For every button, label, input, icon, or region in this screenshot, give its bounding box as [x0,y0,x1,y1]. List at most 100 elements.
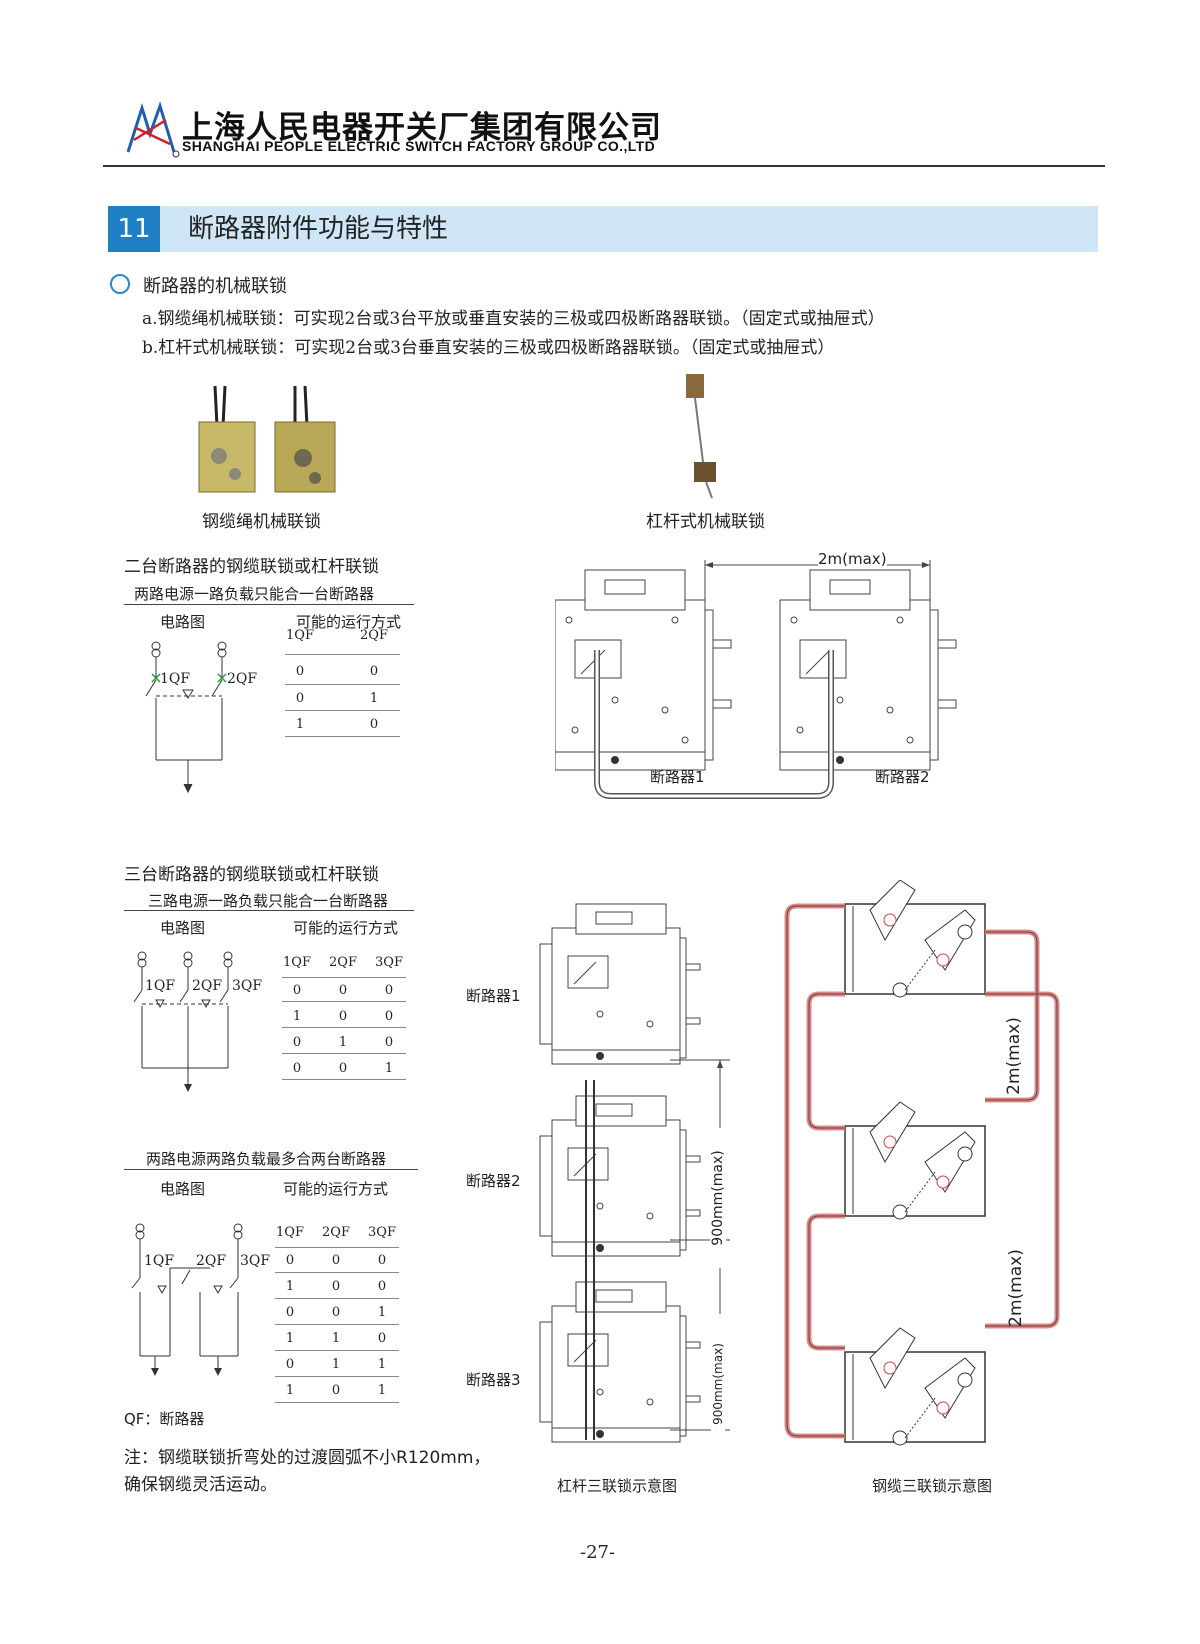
company-name-cn: 上海人民电器开关厂集团有限公司 [182,110,662,146]
lever-interlock-photo [686,374,716,499]
col-modes-label: 可能的运行方式 [283,1180,389,1198]
col-circuit-label: 电路图 [160,1180,206,1198]
label-3qf: 3QF [232,978,263,994]
table-cell: 0 [295,664,305,679]
table-cell: 0 [377,1279,387,1294]
two-breaker-interlock-drawing [555,560,957,799]
lever-three-interlock-drawing [539,903,730,1443]
col-modes-label: 可能的运行方式 [296,613,402,631]
circle-bullet-icon [110,274,130,294]
table-cell: 1 [377,1383,387,1398]
section-title: 断路器附件功能与特性 [188,214,449,244]
table-header: 1QF [286,628,314,643]
table-header: 1QF [276,1225,304,1240]
table-cell: 1 [292,1009,302,1024]
table-header: 1QF [283,955,311,970]
table-cell: 1 [338,1035,348,1050]
two-breaker-dim-label: 2m(max) [818,550,887,568]
three-breaker-subheading: 三路电源一路负载只能合一台断路器 [148,892,389,910]
note-line-2: 确保钢缆灵活运动。 [124,1475,277,1495]
table-cell: 0 [384,1035,394,1050]
three-breaker-mode-table: 1QF 2QF 3QF 0 0 0 1 0 0 0 1 0 0 0 1 [282,955,412,1095]
section-bar [108,206,1098,252]
table-cell: 1 [369,691,379,706]
subsection-title: 断路器的机械联锁 [143,276,287,297]
two-source-circuit-diagram [131,1223,243,1376]
table-cell: 1 [377,1357,387,1372]
table-cell: 1 [331,1357,341,1372]
cable-interlock-photo [198,386,336,493]
divider [124,604,414,605]
two-breaker-heading: 二台断路器的钢缆联锁或杠杆联锁 [124,557,379,577]
label-2qf: 2QF [227,671,258,687]
table-cell: 0 [331,1253,341,1268]
table-cell: 0 [292,983,302,998]
cable-three-interlock-drawing [784,880,1060,1446]
breaker2-label: 断路器2 [875,768,930,786]
table-header: 3QF [375,955,403,970]
lever-breaker3-label: 断路器3 [466,1371,521,1389]
two-breaker-circuit-diagram [145,641,227,794]
cable-interlock-caption: 钢缆绳机械联锁 [202,512,321,532]
col-modes-label: 可能的运行方式 [293,919,399,937]
company-logo-icon [126,101,180,158]
table-cell: 0 [384,1009,394,1024]
label-3qf: 3QF [240,1253,271,1269]
three-breaker-heading: 三台断路器的钢缆联锁或杠杆联锁 [124,865,379,885]
description-line-a: a.钢缆绳机械联锁：可实现2台或3台平放或垂直安装的三极或四极断路器联锁。（固定… [142,309,885,329]
table-cell: 0 [331,1383,341,1398]
label-1qf: 1QF [160,671,191,687]
table-cell: 0 [331,1279,341,1294]
table-cell: 1 [295,717,305,732]
table-cell: 0 [285,1253,295,1268]
table-cell: 1 [285,1383,295,1398]
lever-diagram-caption: 杠杆三联锁示意图 [557,1477,678,1495]
lever-dim-label-2: 900mm(max) [711,1314,725,1454]
table-cell: 0 [292,1035,302,1050]
table-header: 2QF [329,955,357,970]
description-line-b: b.杠杆式机械联锁：可实现2台或3台垂直安装的三极或四极断路器联锁。（固定式或抽… [142,338,835,358]
cable-dim-label-1: 2m(max) [1004,1017,1024,1095]
table-cell: 0 [369,664,379,679]
cable-diagram-caption: 钢缆三联锁示意图 [872,1477,993,1495]
page-number: -27- [580,1542,616,1563]
table-cell: 0 [377,1331,387,1346]
two-breaker-mode-table: 1QF 2QF 0 0 0 1 1 0 [285,628,405,748]
table-cell: 1 [377,1305,387,1320]
three-breaker-circuit-diagram [133,951,233,1092]
divider [124,1169,418,1170]
label-1qf: 1QF [145,978,176,994]
table-cell: 1 [384,1061,394,1076]
note-line-1: 注：钢缆联锁折弯处的过渡圆弧不小R120mm， [124,1448,491,1468]
breaker1-label: 断路器1 [650,768,705,786]
two-breaker-subheading: 两路电源一路负载只能合一台断路器 [134,585,375,603]
lever-breaker1-label: 断路器1 [466,987,521,1005]
lever-dim-label-1: 900mm(max) [710,1128,726,1268]
company-name-en: SHANGHAI PEOPLE ELECTRIC SWITCH FACTORY … [182,138,656,154]
table-cell: 0 [285,1305,295,1320]
col-circuit-label: 电路图 [160,919,206,937]
two-source-mode-table: 1QF 2QF 3QF 0 0 0 1 0 0 0 0 1 1 1 0 0 1 … [275,1225,405,1415]
table-cell: 1 [285,1331,295,1346]
table-cell: 0 [377,1253,387,1268]
table-cell: 0 [338,1009,348,1024]
table-cell: 0 [338,983,348,998]
two-source-subheading: 两路电源两路负载最多合两台断路器 [146,1150,387,1168]
table-cell: 0 [338,1061,348,1076]
table-cell: 0 [295,691,305,706]
label-2qf: 2QF [192,978,223,994]
table-cell: 0 [331,1305,341,1320]
table-header: 2QF [360,628,388,643]
col-circuit-label: 电路图 [160,613,206,631]
divider [124,910,414,911]
qf-legend: QF：断路器 [124,1410,205,1428]
cable-dim-label-2: 2m(max) [1006,1249,1026,1327]
label-2qf: 2QF [196,1253,227,1269]
header-divider [103,165,1105,167]
table-cell: 1 [331,1331,341,1346]
table-header: 2QF [322,1225,350,1240]
table-cell: 0 [369,717,379,732]
table-cell: 0 [384,983,394,998]
table-cell: 0 [292,1061,302,1076]
table-header: 3QF [368,1225,396,1240]
